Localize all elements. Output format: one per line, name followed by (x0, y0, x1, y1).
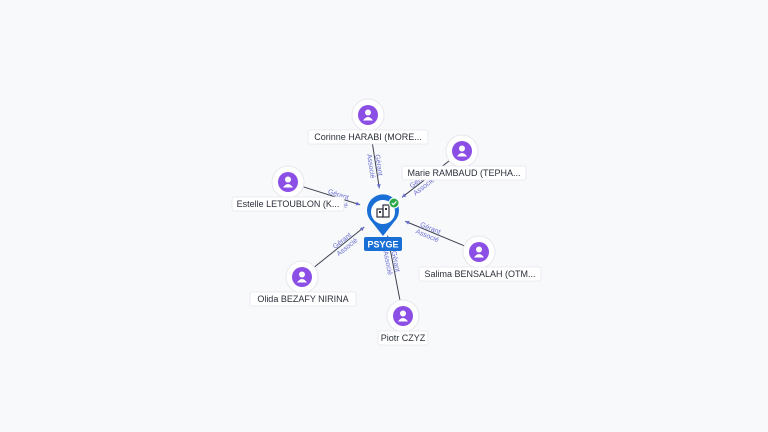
person-node-estelle[interactable]: Estelle LETOUBLON (K... (231, 165, 345, 212)
person-name-box (231, 196, 345, 212)
person-icon (358, 105, 378, 125)
person-icon (452, 141, 472, 161)
edge-arrow-marie (401, 193, 407, 198)
person-name-estelle: Estelle LETOUBLON (K... (237, 199, 340, 209)
person-icon (469, 242, 489, 262)
person-name-piotr: Piotr CZYZ (381, 333, 426, 343)
person-name-box (418, 266, 542, 282)
person-node-piotr[interactable]: Piotr CZYZ (377, 299, 429, 346)
person-name-box (401, 165, 527, 181)
person-node-olida[interactable]: Olida BEZAFY NIRINA (249, 260, 357, 307)
person-node-corinne[interactable]: Corinne HARABI (MORE... (307, 98, 429, 145)
nodes-layer: Corinne HARABI (MORE... Marie RAMBAUD (TE… (231, 98, 542, 346)
person-name-salima: Salima BENSALAH (OTM... (424, 269, 535, 279)
company-label-box (364, 237, 402, 251)
person-name-box (249, 291, 357, 307)
person-icon (278, 172, 298, 192)
company-name: PSYGE (367, 240, 398, 250)
edge-arrow-salima (405, 220, 410, 225)
person-node-salima[interactable]: Salima BENSALAH (OTM... (418, 235, 542, 282)
edge-olida (314, 226, 365, 268)
person-name-marie: Marie RAMBAUD (TEPHA... (407, 168, 520, 178)
person-name-corinne: Corinne HARABI (MORE... (314, 132, 422, 142)
edge-arrow-estelle (355, 201, 361, 206)
edge-arrow-olida (359, 227, 365, 232)
person-name-olida: Olida BEZAFY NIRINA (257, 294, 348, 304)
edge-label-piotr: GérantAssocié (381, 249, 400, 276)
edge-label-salima: GérantAssocié (414, 221, 442, 244)
person-name-box (377, 330, 429, 346)
company-node[interactable]: PSYGE (364, 194, 402, 251)
edge-salima (404, 220, 465, 247)
edge-arrow-corinne (376, 184, 381, 189)
check-badge-icon (388, 197, 400, 209)
person-name-box (307, 129, 429, 145)
person-icon (393, 306, 413, 326)
person-node-marie[interactable]: Marie RAMBAUD (TEPHA... (401, 134, 527, 181)
person-icon (292, 267, 312, 287)
building-icon (376, 204, 390, 218)
edge-label-corinne: GérantAssocié (365, 152, 384, 179)
edge-estelle (303, 186, 361, 206)
